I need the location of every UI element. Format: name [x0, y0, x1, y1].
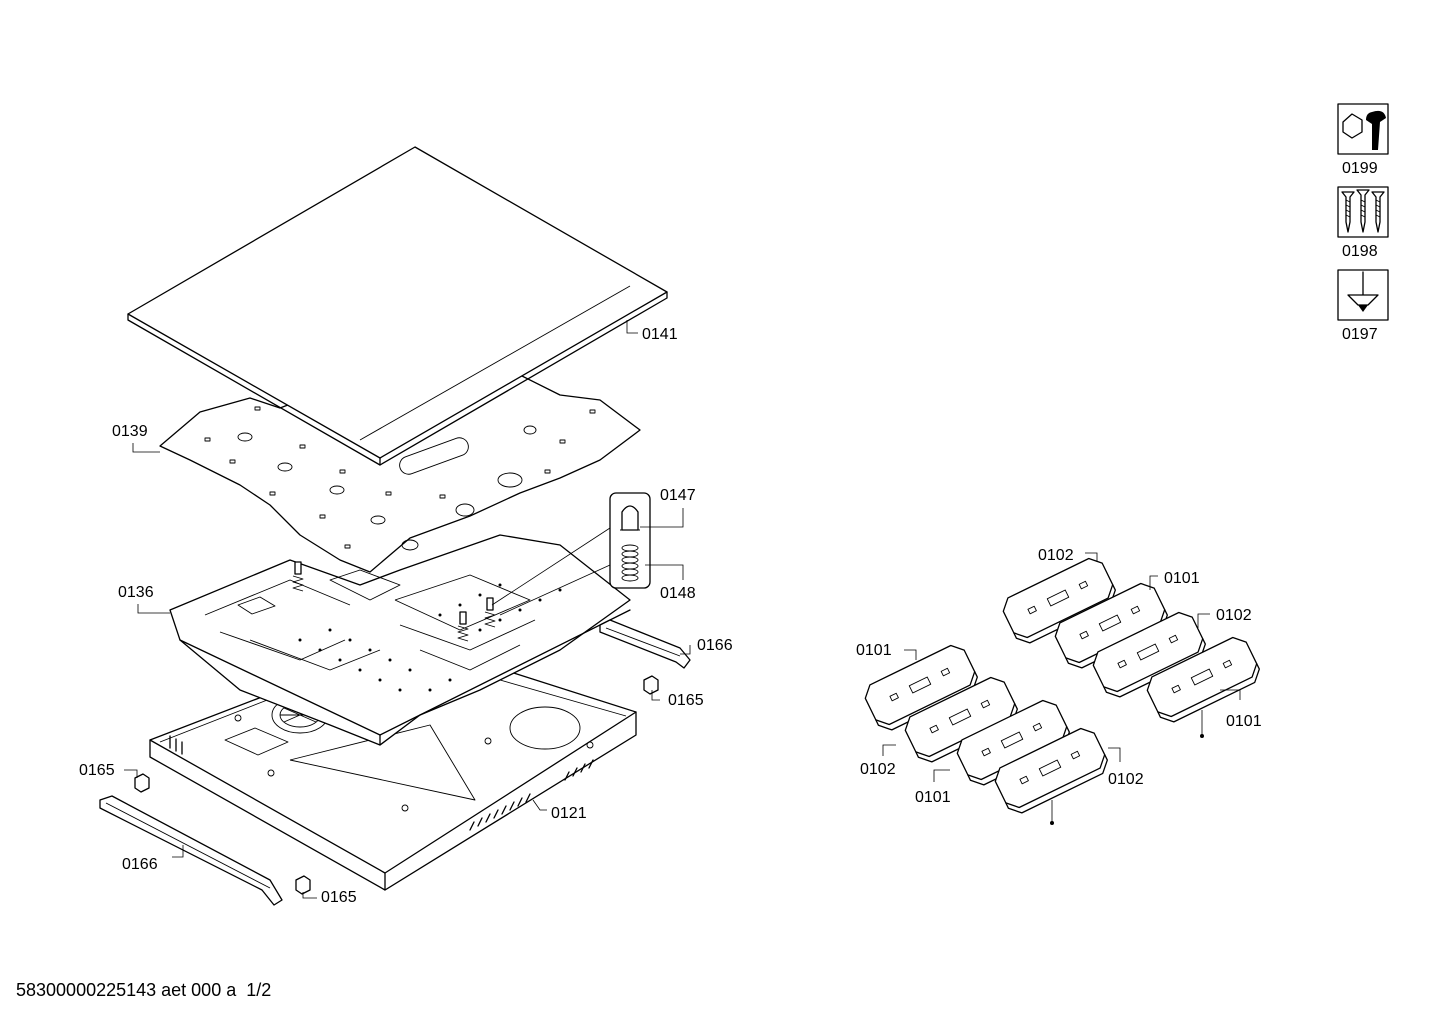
label-pin-cap[interactable]: 0147 [660, 487, 696, 504]
coil-carrier-frame-part[interactable] [169, 534, 631, 746]
screws-icon [1337, 186, 1389, 238]
label-clip-left[interactable]: 0165 [79, 762, 115, 779]
label-coil-left-bottom[interactable]: 0102 [860, 761, 896, 778]
screwdriver-icon [1337, 269, 1389, 321]
coil-mid-bottom-0102[interactable] [991, 724, 1112, 817]
label-rail-right[interactable]: 0166 [697, 637, 733, 654]
label-screwdriver-tool[interactable]: 0197 [1342, 326, 1378, 343]
label-coil-top-0101[interactable]: 0101 [1164, 570, 1200, 587]
rail-front-part[interactable] [99, 795, 283, 906]
clip-left-part[interactable] [134, 773, 150, 793]
insulation-sheet-part[interactable] [159, 369, 641, 573]
label-coil-left-top[interactable]: 0101 [856, 642, 892, 659]
clip-right-part[interactable] [643, 675, 659, 695]
label-rail-front[interactable]: 0166 [122, 856, 158, 873]
spring-pins [292, 561, 496, 642]
document-code: 58300000225143 aet 000 a 1/2 [16, 980, 272, 1000]
sheet-slots [204, 406, 596, 549]
induction-coils-group [864, 554, 1264, 825]
label-insulation-sheet[interactable]: 0139 [112, 423, 148, 440]
frame-holes [298, 583, 562, 692]
label-coil-carrier-frame[interactable]: 0136 [118, 584, 154, 601]
leader-lines [124, 320, 1241, 899]
rail-right-part[interactable] [599, 619, 691, 669]
label-clip-right[interactable]: 0165 [668, 692, 704, 709]
coil-top-0102[interactable] [999, 554, 1120, 647]
label-spring[interactable]: 0148 [660, 585, 696, 602]
label-coil-mid-bottom-0101[interactable]: 0101 [915, 789, 951, 806]
wrench-icon [1337, 103, 1389, 155]
label-coil-mid-bottom-0102[interactable]: 0102 [1108, 771, 1144, 788]
part-labels: 0141 0139 0136 0147 0148 0166 0165 0165 … [79, 160, 1378, 906]
label-coil-top-0102[interactable]: 0102 [1038, 547, 1074, 564]
label-glass-top[interactable]: 0141 [642, 326, 678, 343]
housing-vents [169, 735, 594, 831]
coil-right-0101[interactable] [1143, 633, 1264, 726]
clip-bottom-part[interactable] [295, 875, 311, 895]
label-housing[interactable]: 0121 [551, 805, 587, 822]
label-coil-right-0101[interactable]: 0101 [1226, 713, 1262, 730]
label-screws-tool[interactable]: 0198 [1342, 243, 1378, 260]
coil-mid-bottom-0101[interactable] [953, 696, 1074, 789]
glass-top-part[interactable] [127, 146, 668, 466]
spring-coil [621, 544, 639, 582]
label-wrench-tool[interactable]: 0199 [1342, 160, 1378, 177]
label-coil-right-0102[interactable]: 0102 [1216, 607, 1252, 624]
pin-detail-inset [491, 492, 651, 616]
label-clip-bottom[interactable]: 0165 [321, 889, 357, 906]
